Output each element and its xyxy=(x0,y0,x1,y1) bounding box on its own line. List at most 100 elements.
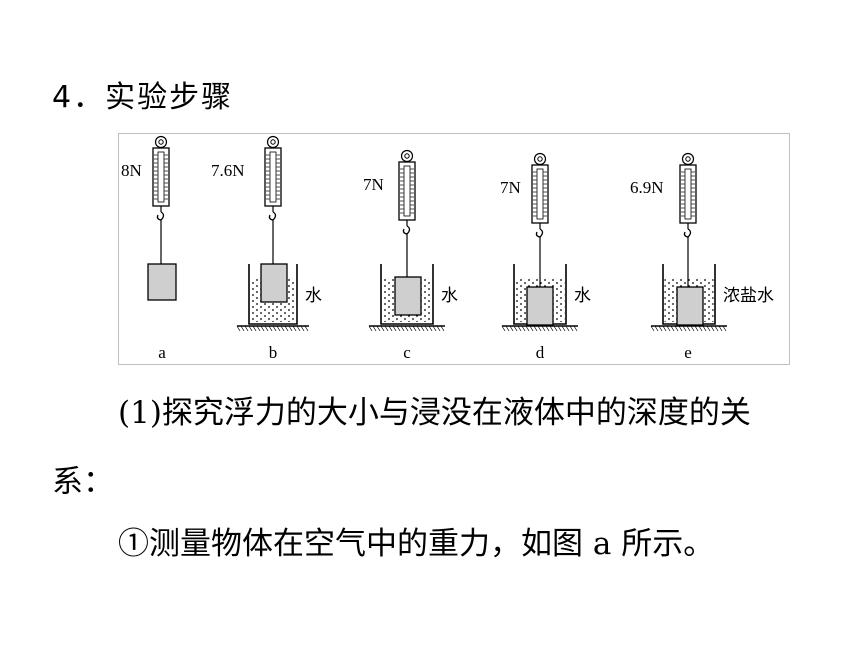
reading-label-c: 7N xyxy=(363,175,384,194)
table-hatch xyxy=(256,325,261,332)
table-hatch xyxy=(368,325,373,332)
reading-label-b: 7.6N xyxy=(211,161,245,180)
table-hatch xyxy=(549,325,554,332)
table-hatch xyxy=(372,325,377,332)
table-hatch xyxy=(420,325,425,332)
table-hatch xyxy=(284,325,289,332)
reading-label-e: 6.9N xyxy=(630,178,664,197)
panel-e: 6.9N 浓盐水 e xyxy=(630,152,774,362)
hook xyxy=(156,211,165,221)
table-hatch xyxy=(573,325,578,332)
paragraph-step-1: (1)探究浮力的大小与浸没在液体中的深度的关 xyxy=(118,395,751,431)
table-hatch xyxy=(436,325,441,332)
reading-label-a: 8N xyxy=(121,161,142,180)
panel-c: 7N 水 c xyxy=(363,149,458,362)
paragraph-step-1-cont: 系： xyxy=(52,464,114,500)
table-hatch xyxy=(525,325,530,332)
liquid-label-c: 水 xyxy=(441,286,458,305)
scale-ring xyxy=(533,152,547,166)
scale-ring xyxy=(266,135,280,149)
scale-ring-inner xyxy=(158,139,164,145)
table-hatch xyxy=(694,325,699,332)
table-hatch xyxy=(252,325,257,332)
table-hatch xyxy=(388,325,393,332)
table-hatch xyxy=(432,325,437,332)
table-hatch xyxy=(244,325,249,332)
scale-ring-inner xyxy=(537,156,543,162)
table-hatch xyxy=(710,325,715,332)
liquid-label-b: 水 xyxy=(305,286,322,305)
panel-a: 8N a xyxy=(121,135,177,362)
table-hatch xyxy=(412,325,417,332)
reading-label-d: 7N xyxy=(500,178,521,197)
table-hatch xyxy=(529,325,534,332)
table-hatch xyxy=(264,325,269,332)
table-hatch xyxy=(658,325,663,332)
scale-ring xyxy=(400,149,414,163)
table-hatch xyxy=(541,325,546,332)
table-hatch xyxy=(702,325,707,332)
table-hatch xyxy=(392,325,397,332)
table-hatch xyxy=(300,325,305,332)
table-hatch xyxy=(276,325,281,332)
block xyxy=(260,263,288,303)
table-hatch xyxy=(408,325,413,332)
panel-label-b: b xyxy=(269,343,278,362)
block xyxy=(394,276,422,316)
panel-label-d: d xyxy=(536,343,545,362)
table-hatch xyxy=(404,325,409,332)
table-hatch xyxy=(384,325,389,332)
table-hatch xyxy=(670,325,675,332)
table-hatch xyxy=(565,325,570,332)
table-hatch xyxy=(674,325,679,332)
table-hatch xyxy=(288,325,293,332)
block xyxy=(526,286,554,326)
table-hatch xyxy=(678,325,683,332)
table-hatch xyxy=(722,325,727,332)
block xyxy=(676,286,704,326)
table-hatch xyxy=(304,325,309,332)
table-hatch xyxy=(400,325,405,332)
scale-ring xyxy=(154,135,168,149)
table-hatch xyxy=(236,325,241,332)
hook xyxy=(535,228,544,238)
table-hatch xyxy=(376,325,381,332)
table-hatch xyxy=(428,325,433,332)
table-hatch xyxy=(561,325,566,332)
table-hatch xyxy=(650,325,655,332)
liquid-label-e: 浓盐水 xyxy=(723,286,774,305)
table-hatch xyxy=(292,325,297,332)
hook xyxy=(683,228,692,238)
table-hatch xyxy=(521,325,526,332)
table-hatch xyxy=(545,325,550,332)
table-hatch xyxy=(280,325,285,332)
table-hatch xyxy=(416,325,421,332)
scale-ring-inner xyxy=(404,153,410,159)
table-hatch xyxy=(686,325,691,332)
panel-label-c: c xyxy=(403,343,411,362)
table-hatch xyxy=(272,325,277,332)
hook xyxy=(268,211,277,221)
table-hatch xyxy=(537,325,542,332)
spring-scale-slot xyxy=(536,168,544,220)
beaker xyxy=(380,264,434,325)
hook xyxy=(402,225,411,235)
table-hatch xyxy=(248,325,253,332)
table-hatch xyxy=(682,325,687,332)
table-hatch xyxy=(509,325,514,332)
table-hatch xyxy=(690,325,695,332)
table-hatch xyxy=(557,325,562,332)
panel-label-a: a xyxy=(158,343,166,362)
table-hatch xyxy=(662,325,667,332)
panel-label-e: e xyxy=(684,343,692,362)
table-hatch xyxy=(706,325,711,332)
table-hatch xyxy=(553,325,558,332)
table-hatch xyxy=(424,325,429,332)
block xyxy=(147,263,177,301)
section-heading: 4．实验步骤 xyxy=(52,80,234,115)
table-hatch xyxy=(505,325,510,332)
table-hatch xyxy=(666,325,671,332)
